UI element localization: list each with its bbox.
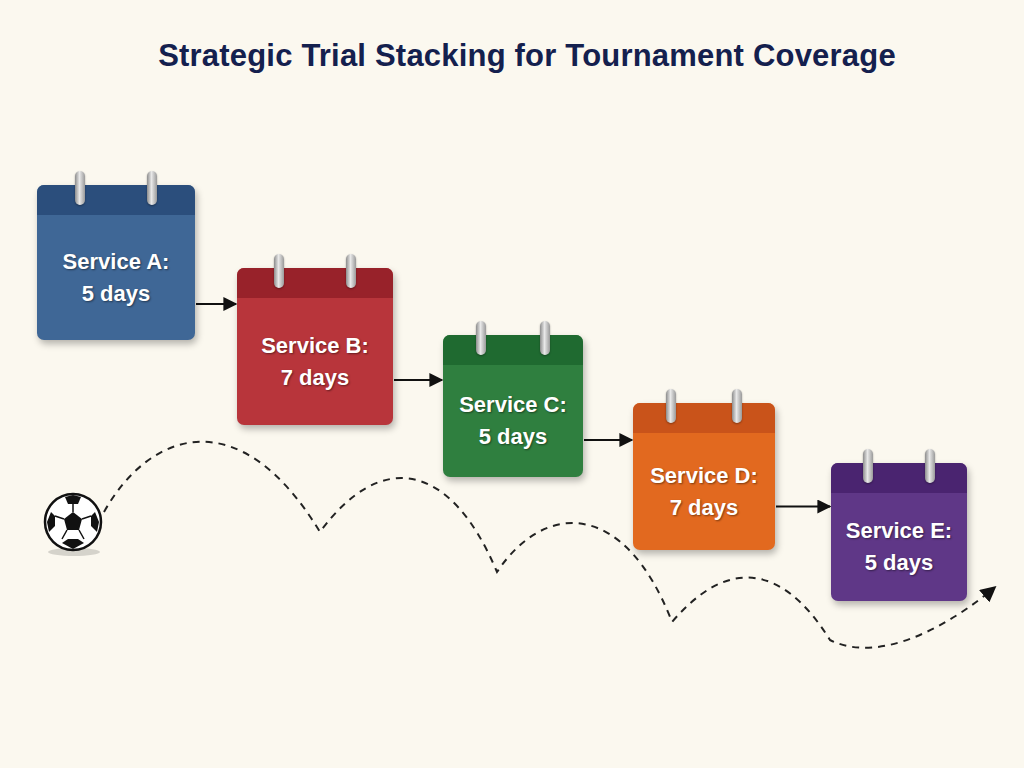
calendar-ring [863,449,873,483]
calendar-body: Service B: 7 days [237,298,393,425]
calendar-ring [476,321,486,355]
calendar-body: Service E: 5 days [831,493,967,601]
calendar-body: Service D: 7 days [633,433,775,550]
calendar-box: Service A: 5 days [37,185,195,340]
calendar-ring [274,254,284,288]
soccer-ball [45,494,101,556]
service-label: Service E: 5 days [839,515,959,579]
calendar-box: Service D: 7 days [633,403,775,550]
flow-arrow [394,379,442,381]
calendar-box: Service B: 7 days [237,268,393,425]
service-label: Service A: 5 days [56,246,176,310]
calendar-header [237,268,393,298]
calendar-ring [540,321,550,355]
flow-arrow [776,506,830,508]
flow-arrow [196,303,236,305]
calendar-body: Service A: 5 days [37,215,195,340]
calendar-header [37,185,195,215]
calendar-header [443,335,583,365]
service-label: Service C: 5 days [453,389,574,453]
calendar-ring [925,449,935,483]
calendar-header [831,463,967,493]
service-label: Service D: 7 days [644,460,765,524]
calendar-body: Service C: 5 days [443,365,583,477]
calendar-ring [147,171,157,205]
diagram-title: Strategic Trial Stacking for Tournament … [158,38,896,73]
title-bar: Strategic Trial Stacking for Tournament … [0,38,1024,74]
flow-arrow [584,439,632,441]
service-label: Service B: 7 days [255,330,376,394]
calendar-ring [75,171,85,205]
calendar-box: Service C: 5 days [443,335,583,477]
calendar-ring [732,389,742,423]
calendar-box: Service E: 5 days [831,463,967,601]
calendar-ring [346,254,356,288]
calendar-ring [666,389,676,423]
calendar-header [633,403,775,433]
